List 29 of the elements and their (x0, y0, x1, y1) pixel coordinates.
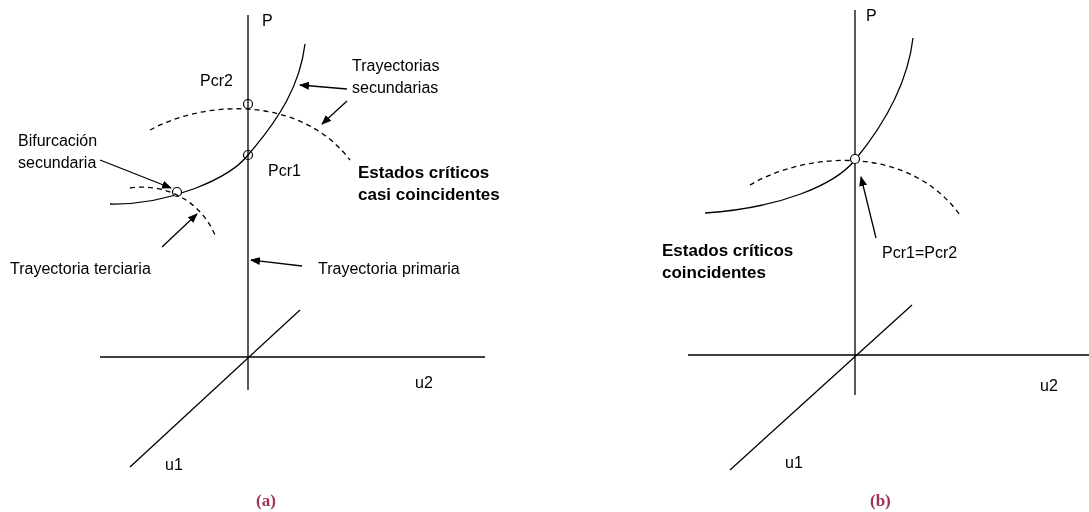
bifurcation-point (171, 186, 183, 198)
annotation-label: Estados críticos casi coincidentes (358, 162, 501, 206)
dashed-curve (129, 186, 216, 236)
leader-arrow (321, 100, 348, 125)
axis-label: u1 (785, 453, 803, 473)
leader-arrow (299, 81, 348, 90)
axis-label: u2 (1040, 376, 1058, 396)
axis-label: P (866, 6, 877, 26)
annotation-label: Pcr1=Pcr2 (882, 242, 1002, 264)
axis-label: u1 (165, 455, 183, 475)
point-label: Pcr2 (200, 71, 233, 91)
leader-arrow (99, 159, 172, 189)
leader-arrow (161, 213, 198, 248)
critical-point (849, 153, 861, 165)
leader-arrow (250, 257, 303, 267)
dashed-curve (149, 108, 351, 161)
annotation-label: Bifurcación secundaria (18, 130, 128, 174)
annotation-label: Trayectoria primaria (318, 258, 518, 280)
axis-label: u2 (415, 373, 433, 393)
panel-caption: (a) (256, 490, 276, 512)
vertical-axis (247, 14, 249, 391)
leader-arrow (859, 176, 877, 239)
annotation-label: Estados críticos coincidentes (662, 240, 795, 284)
solid-curve (109, 43, 306, 205)
annotation-label: Trayectorias secundarias (352, 55, 482, 99)
point-label: Pcr1 (268, 161, 301, 181)
axis-label: P (262, 11, 273, 31)
panel-caption: (b) (870, 490, 891, 512)
annotation-label: Trayectoria terciaria (10, 258, 210, 280)
